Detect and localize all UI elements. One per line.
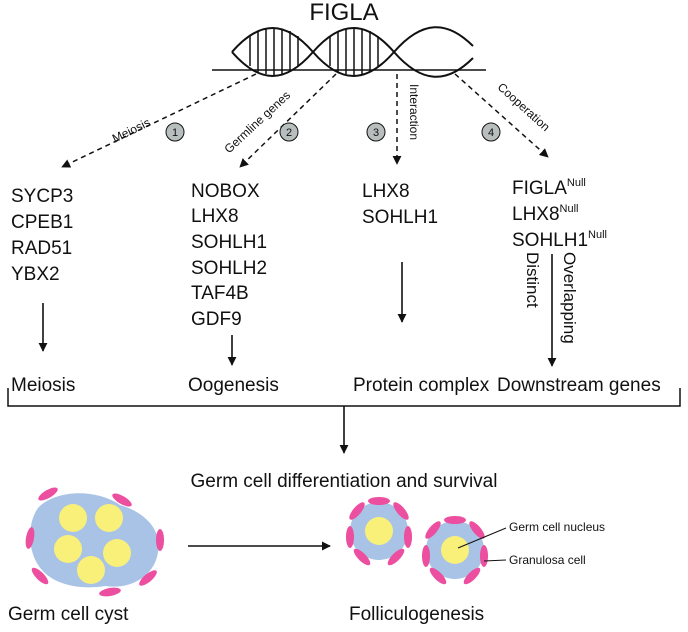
- pointer-nucleus: [457, 527, 507, 549]
- legend-germ-cell-nucleus: Germ cell nucleus: [509, 520, 605, 534]
- label-cooperation: Cooperation: [495, 80, 553, 134]
- outcome-downstream-genes: Downstream genes: [497, 375, 661, 396]
- follicle-right: [422, 516, 488, 585]
- gene-null: LHX8Null: [512, 203, 578, 225]
- gene: YBX2: [11, 264, 60, 285]
- label-meiosis: Meiosis: [110, 115, 153, 145]
- badge-2: 2: [279, 122, 299, 142]
- summary-text: Germ cell differentiation and survival: [191, 471, 498, 492]
- gene: SOHLH2: [191, 258, 267, 279]
- badge-3: 3: [366, 122, 386, 142]
- gene-list-cooperation: FIGLANull LHX8Null SOHLH1Null: [512, 177, 607, 251]
- dna-helix-icon: [231, 26, 474, 78]
- gene: SOHLH1: [362, 207, 438, 228]
- gene: SOHLH1: [191, 232, 267, 253]
- figla-title: FIGLA: [309, 0, 378, 26]
- svg-text:4: 4: [488, 127, 494, 139]
- gene-list-interaction: LHX8 SOHLH1: [362, 181, 438, 228]
- svg-text:3: 3: [373, 127, 379, 139]
- gene: CPEB1: [11, 212, 73, 233]
- gene: LHX8: [362, 181, 410, 202]
- outcome-oogenesis: Oogenesis: [188, 375, 279, 396]
- arrow-germline: [239, 73, 337, 168]
- outcome-protein-complex: Protein complex: [353, 375, 490, 396]
- outcome-meiosis: Meiosis: [11, 375, 75, 396]
- legend-granulosa-cell: Granulosa cell: [509, 553, 586, 567]
- label-interaction: Interaction: [407, 84, 421, 140]
- gene: RAD51: [11, 238, 72, 259]
- badge-4: 4: [481, 122, 501, 142]
- label-germline-genes: Germline genes: [222, 88, 294, 156]
- badge-1: 1: [165, 122, 185, 142]
- pointer-granulosa: [483, 559, 507, 562]
- gene: GDF9: [191, 309, 242, 330]
- arrow-cooperation: [454, 73, 549, 158]
- gene-list-meiosis: SYCP3 CPEB1 RAD51 YBX2: [11, 186, 73, 285]
- svg-text:2: 2: [286, 127, 292, 139]
- follicle-left: [346, 497, 412, 566]
- label-folliculogenesis: Folliculogenesis: [349, 604, 484, 625]
- gene-null: SOHLH1Null: [512, 229, 607, 251]
- gene: TAF4B: [191, 283, 249, 304]
- label-overlapping: Overlapping: [560, 252, 579, 344]
- label-germ-cell-cyst: Germ cell cyst: [8, 604, 129, 625]
- label-distinct: Distinct: [523, 252, 542, 308]
- svg-text:1: 1: [172, 127, 178, 139]
- germ-cell-cyst-illustration: [25, 487, 164, 597]
- gene: LHX8: [191, 206, 239, 227]
- gene: SYCP3: [11, 186, 73, 207]
- gene-list-germline: NOBOX LHX8 SOHLH1 SOHLH2 TAF4B GDF9: [191, 181, 267, 330]
- gene-null: FIGLANull: [512, 177, 586, 199]
- gene: NOBOX: [191, 181, 260, 202]
